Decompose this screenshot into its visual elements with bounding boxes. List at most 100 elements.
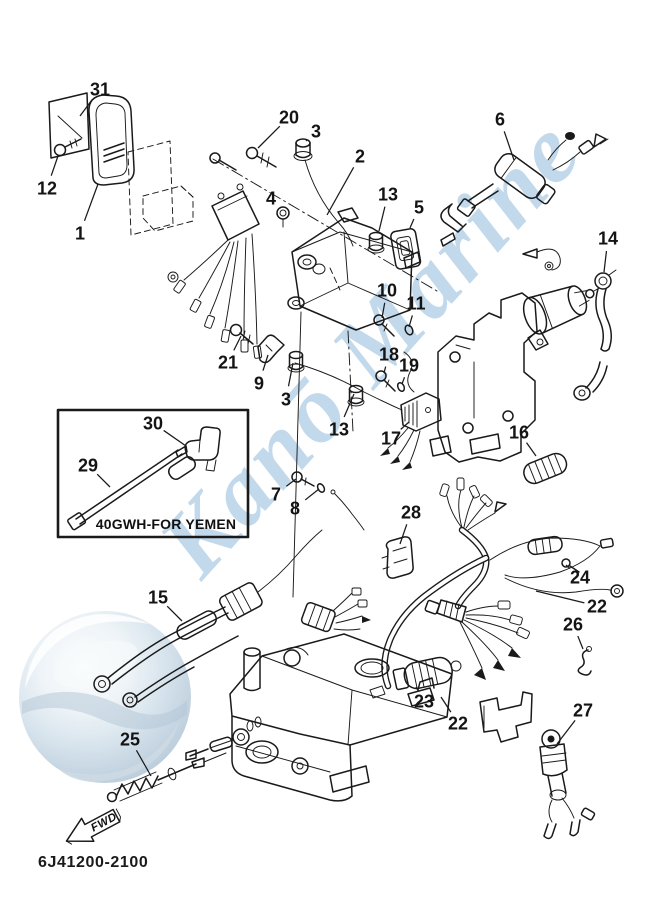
callout-17: 17 <box>381 429 401 449</box>
callout-22: 22 <box>587 597 607 617</box>
leader-10 <box>381 302 386 319</box>
part-starter-hook-wire <box>522 248 561 271</box>
callout-7: 7 <box>271 485 281 505</box>
part-washer-19 <box>396 381 406 393</box>
part-cable-25 <box>106 752 227 803</box>
part-screw-12 <box>53 138 82 157</box>
part-clamp-28 <box>381 536 414 579</box>
part-engine-block <box>185 633 453 802</box>
leader-26 <box>577 635 584 650</box>
part-screw-21 <box>229 323 254 345</box>
part-screw-18 <box>375 370 396 392</box>
leader-20 <box>257 125 281 149</box>
callout-3: 3 <box>281 390 291 410</box>
centerline-lower <box>347 330 354 433</box>
part-sleeve-16 <box>523 452 568 485</box>
leader-3 <box>305 139 308 142</box>
leader-18 <box>383 366 387 374</box>
leader-24 <box>565 564 571 570</box>
leader-13 <box>378 206 386 232</box>
part-plate-31 <box>48 92 90 159</box>
part-starter-motor <box>522 285 600 335</box>
part-bracket-9 <box>257 334 285 364</box>
part-grommet-13a <box>367 231 385 254</box>
inset-box: 40GWH-FOR YEMEN <box>56 408 250 539</box>
callout-24: 24 <box>570 568 590 588</box>
leader-25 <box>135 749 152 777</box>
part-coil-23 <box>392 656 462 691</box>
leader-31 <box>79 99 93 117</box>
callout-13: 13 <box>329 420 349 440</box>
callout-4: 4 <box>266 189 276 209</box>
leader-22 <box>440 696 452 713</box>
callout-2: 2 <box>355 147 365 167</box>
callout-6: 6 <box>495 110 505 130</box>
centerline-bolt <box>212 158 438 292</box>
part-starter-bracket <box>429 292 549 463</box>
leader-15 <box>166 605 183 622</box>
callout-23: 23 <box>414 692 434 712</box>
leader-19 <box>401 376 406 385</box>
callout-14: 14 <box>598 229 618 249</box>
leader-2 <box>326 167 355 216</box>
callout-19: 19 <box>399 356 419 376</box>
part-battery-cables-15 <box>93 529 323 708</box>
callout-15: 15 <box>148 588 168 608</box>
wire-to-rectifier <box>294 362 403 411</box>
leader-16 <box>526 442 537 457</box>
part-nut-4 <box>276 206 290 228</box>
fwd-arrow: FWD <box>65 808 121 845</box>
callout-18: 18 <box>379 345 399 365</box>
callout-1: 1 <box>75 224 85 244</box>
leader-27 <box>556 719 576 745</box>
callout-25: 25 <box>120 730 140 750</box>
leader-30 <box>163 429 187 447</box>
callout-5: 5 <box>414 198 424 218</box>
part-grommet-3a <box>293 138 354 247</box>
part-tube-14 <box>573 269 617 401</box>
leader-3 <box>287 362 294 387</box>
leader-28 <box>399 524 408 545</box>
part-screw-20 <box>245 146 277 168</box>
logo-sphere-watermark <box>19 611 191 783</box>
part-rectifier-17 <box>380 392 442 470</box>
part-connector-5 <box>390 228 422 270</box>
leader-7 <box>286 478 297 487</box>
leader-13 <box>343 393 355 418</box>
leader-14 <box>603 250 608 273</box>
callout-13: 13 <box>378 185 398 205</box>
leader-4 <box>279 206 282 209</box>
callout-11: 11 <box>406 294 425 314</box>
callout-10: 10 <box>377 281 397 301</box>
part-cover-1 <box>88 94 135 186</box>
callout-16: 16 <box>509 423 529 443</box>
harness-drop-line <box>292 311 302 598</box>
part-screw-7 <box>291 471 315 487</box>
leader-23 <box>415 686 419 691</box>
part-boot-30 <box>184 426 221 472</box>
callout-31: 31 <box>90 80 110 100</box>
callout-30: 30 <box>143 414 163 434</box>
leader-17 <box>400 421 410 430</box>
callout-28: 28 <box>401 503 421 523</box>
callout-29: 29 <box>78 456 98 476</box>
callout-21: 21 <box>218 353 238 373</box>
inset-caption: 40GWH-FOR YEMEN <box>96 516 236 532</box>
callout-3: 3 <box>311 122 321 142</box>
leader-29 <box>96 473 111 488</box>
leader-5 <box>409 218 415 229</box>
callout-27: 27 <box>573 701 593 721</box>
callout-20: 20 <box>279 108 299 128</box>
leader-1 <box>83 183 99 222</box>
part-washer-8 <box>316 483 326 493</box>
wire-loop <box>403 351 415 393</box>
callout-22: 22 <box>448 714 468 734</box>
part-bent-bracket <box>479 691 533 743</box>
part-pin <box>330 489 365 531</box>
callout-12: 12 <box>37 179 57 199</box>
footer-part-code: 6J41200-2100 <box>38 854 148 871</box>
part-ignition-coil-6 <box>440 132 609 247</box>
